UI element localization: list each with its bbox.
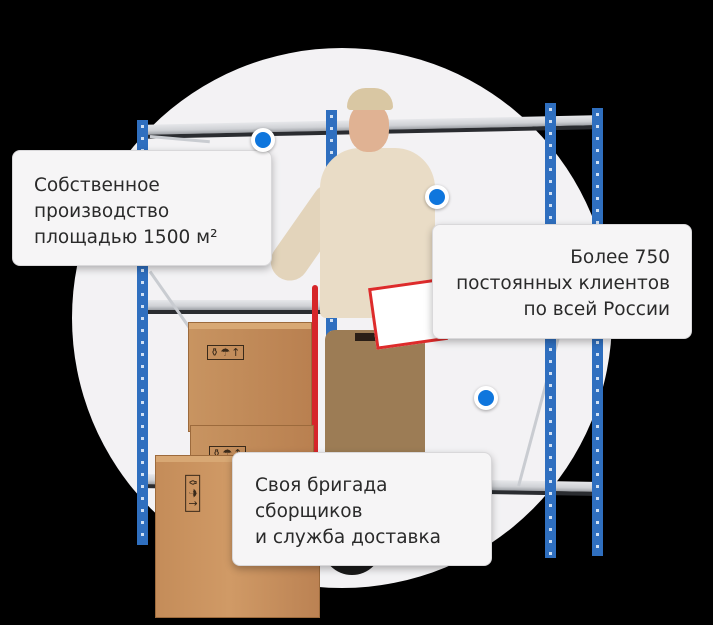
callout-team: Своя бригада сборщиков и служба доставка [232,452,492,566]
location-dot-icon [425,185,449,209]
box-top: ⚱☂↑ [188,322,312,432]
fragile-icon: ⚱☂↑ [185,474,201,513]
rack-post-left [137,120,148,545]
callout-text: Своя бригада сборщиков и служба доставка [255,475,441,548]
fragile-icon: ⚱☂↑ [207,345,245,360]
callout-text: Собственное производство площадью 1500 м… [34,175,218,248]
worker-face [349,104,389,152]
callout-production: Собственное производство площадью 1500 м… [12,150,272,266]
box-flap [189,323,311,329]
location-dot-icon [474,386,498,410]
callout-clients: Более 750 постоянных клиентов по всей Ро… [432,224,692,339]
location-dot-icon [251,128,275,152]
hand-truck-handle [312,285,318,525]
worker-cap [347,88,393,110]
callout-text: Более 750 постоянных клиентов по всей Ро… [456,247,670,320]
